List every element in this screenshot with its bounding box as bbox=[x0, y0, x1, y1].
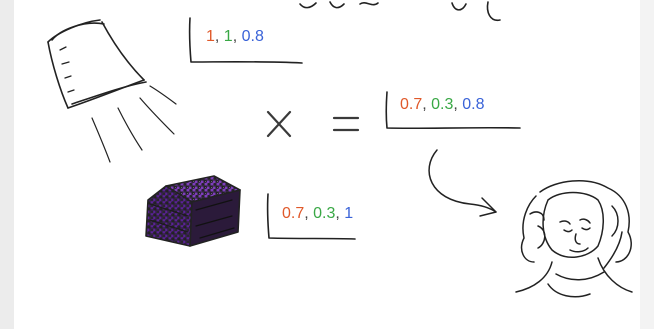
person-face-icon bbox=[515, 180, 633, 298]
result-blue-value: 0.8 bbox=[462, 96, 485, 113]
light-blue-value: 0.8 bbox=[241, 28, 264, 45]
right-shadow bbox=[640, 0, 654, 329]
purple-cube-icon bbox=[145, 175, 241, 247]
light-color-values: 1, 1, 0.8 bbox=[206, 28, 264, 46]
arrow-icon bbox=[428, 149, 497, 217]
result-color-values: 0.7, 0.3, 0.8 bbox=[400, 96, 485, 114]
result-separator-2: , bbox=[453, 96, 463, 113]
material-bracket bbox=[266, 193, 356, 240]
material-separator-2: , bbox=[335, 205, 345, 222]
material-green-value: 0.3 bbox=[313, 205, 336, 222]
material-color-values: 0.7, 0.3, 1 bbox=[282, 205, 353, 223]
multiply-sign bbox=[266, 110, 292, 138]
result-green-value: 0.3 bbox=[431, 96, 454, 113]
material-separator-1: , bbox=[304, 205, 314, 222]
light-red-value: 1 bbox=[206, 28, 215, 45]
material-blue-value: 1 bbox=[344, 205, 354, 222]
light-bracket bbox=[188, 17, 303, 64]
cropped-heading-scribble bbox=[299, 1, 501, 22]
light-green-value: 1 bbox=[223, 28, 233, 45]
result-separator-1: , bbox=[422, 96, 432, 113]
result-bracket bbox=[385, 91, 521, 130]
light-separator-2: , bbox=[232, 28, 242, 45]
equals-sign bbox=[332, 116, 360, 132]
lamp-icon bbox=[47, 19, 177, 163]
material-red-value: 0.7 bbox=[282, 205, 305, 222]
light-separator-1: , bbox=[214, 28, 224, 45]
result-red-value: 0.7 bbox=[400, 96, 423, 113]
left-shadow bbox=[0, 0, 14, 329]
